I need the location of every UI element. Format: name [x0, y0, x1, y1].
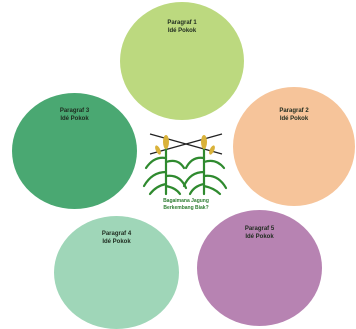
paragraph-2-title: Paragraf 2 [279, 108, 309, 114]
center-caption-line-1: Bagaimana Jagung [163, 198, 209, 204]
paragraph-5-title: Paragraf 5 [244, 226, 275, 232]
paragraph-4-label: Paragraf 4 Idé Pokok [54, 230, 179, 246]
center-caption: Bagaimana Jagung Berkembang Biak? [136, 198, 236, 212]
paragraph-3-title: Paragraf 3 [59, 108, 90, 114]
paragraph-2-label: Paragraf 2 Idé Pokok [233, 107, 355, 123]
paragraph-4-title: Paragraf 4 [101, 231, 132, 237]
paragraph-4-circle: Paragraf 4 Idé Pokok [54, 216, 179, 329]
corn-plants-icon [142, 133, 228, 196]
paragraph-1-title: Paragraf 1 [167, 20, 197, 26]
paragraph-4-subtitle: Idé Pokok [102, 239, 131, 245]
paragraph-3-circle: Paragraf 3 Idé Pokok [12, 93, 137, 209]
paragraph-5-label: Paragraf 5 Idé Pokok [197, 225, 322, 241]
paragraph-1-circle: Paragraf 1 Idé Pokok [120, 2, 244, 120]
paragraph-3-label: Paragraf 3 Idé Pokok [12, 107, 137, 123]
center-caption-line-2: Berkembang Biak? [163, 205, 209, 211]
paragraph-3-subtitle: Idé Pokok [60, 116, 89, 122]
paragraph-1-subtitle: Idé Pokok [167, 28, 197, 34]
paragraph-1-label: Paragraf 1 Idé Pokok [120, 19, 244, 35]
paragraph-5-subtitle: Idé Pokok [245, 234, 274, 240]
paragraph-5-circle: Paragraf 5 Idé Pokok [197, 210, 322, 326]
paragraph-2-circle: Paragraf 2 Idé Pokok [233, 87, 355, 206]
paragraph-2-subtitle: Idé Pokok [279, 116, 309, 122]
